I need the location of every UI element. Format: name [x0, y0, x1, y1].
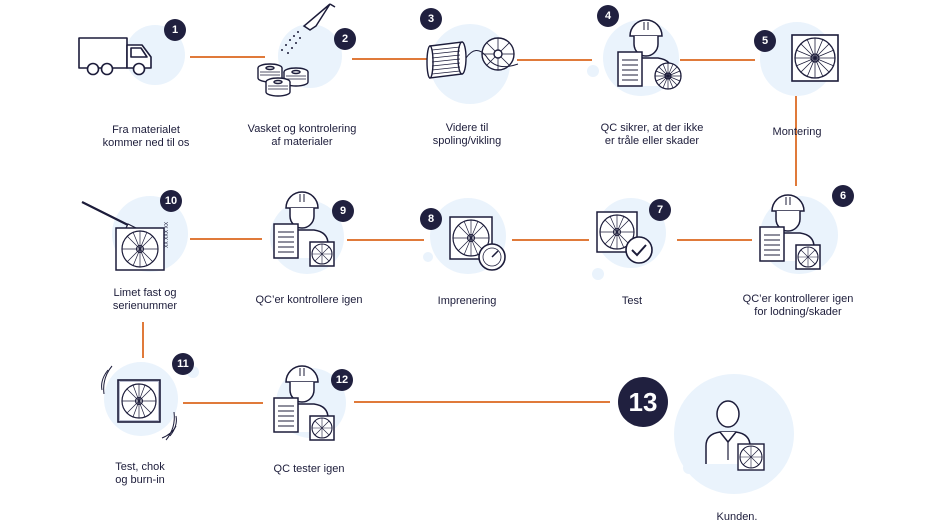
step-label: Fra materialet kommer ned til os: [102, 124, 190, 149]
step-label: Kunden.: [716, 511, 758, 523]
inspector-coil-icon: [759, 194, 821, 270]
step-label: Vasket og kontrolering af materialer: [247, 123, 357, 148]
customer-coil-icon: [705, 400, 765, 471]
step-number-badge: 8: [420, 208, 442, 230]
step-number-badge: 11: [172, 353, 194, 375]
step-label: QC’er kontrollere igen: [255, 294, 363, 306]
serial-number-text: XX XXX XX: [164, 221, 170, 248]
step-number-badge: 3: [420, 8, 442, 30]
connector-7-8: [512, 239, 589, 241]
inspector-coil-icon: [617, 19, 682, 90]
step-label: Montering: [772, 126, 822, 138]
step-label: QC tester igen: [273, 463, 345, 475]
step-number-badge: 5: [754, 30, 776, 52]
coil-check-icon: [596, 211, 653, 264]
step-number-badge: 13: [618, 377, 668, 427]
connector-12-13: [354, 401, 610, 403]
step-label: QC sikrer, at der ikke er tråle eller sk…: [600, 122, 704, 147]
connector-8-9: [347, 239, 424, 241]
decor-dot: [423, 252, 433, 262]
connector-9-10: [190, 238, 262, 240]
step-number-badge: 12: [331, 369, 353, 391]
connector-2-3: [352, 58, 427, 60]
connector-4-5: [680, 59, 755, 61]
step-number-badge: 6: [832, 185, 854, 207]
inspector-coil-icon: [273, 191, 335, 267]
step-number-badge: 2: [334, 28, 356, 50]
vibrating-coil-icon: [101, 365, 177, 441]
step-label: Limet fast og serienummer: [112, 287, 178, 312]
decor-dot: [587, 65, 599, 77]
step-number-badge: 7: [649, 199, 671, 221]
step-label: Imprenering: [437, 295, 497, 307]
step-label: Videre til spoling/vikling: [432, 122, 502, 147]
connector-3-4: [517, 59, 592, 61]
coil-gauge-icon: [449, 216, 506, 271]
coil-square-icon: [791, 34, 839, 82]
coil-brush-serial-icon: [81, 201, 165, 271]
spool-coil-icon: [426, 37, 519, 79]
step-number-badge: 10: [160, 190, 182, 212]
connector-5-6: [795, 96, 797, 186]
connector-10-11: [142, 322, 144, 358]
truck-icon: [78, 37, 152, 76]
step-label: QC’er kontrollerer igen for lodning/skad…: [742, 293, 854, 318]
step-number-badge: 4: [597, 5, 619, 27]
inspector-coil-icon: [273, 365, 335, 441]
step-label: Test: [621, 295, 643, 307]
decor-dot: [592, 268, 604, 280]
step-number-badge: 9: [332, 200, 354, 222]
step-label: Test, chok og burn-in: [115, 461, 165, 486]
shower-spools-icon: [257, 3, 336, 97]
connector-6-7: [677, 239, 752, 241]
connector-1-2: [190, 56, 265, 58]
connector-11-12: [183, 402, 263, 404]
step-number-badge: 1: [164, 19, 186, 41]
